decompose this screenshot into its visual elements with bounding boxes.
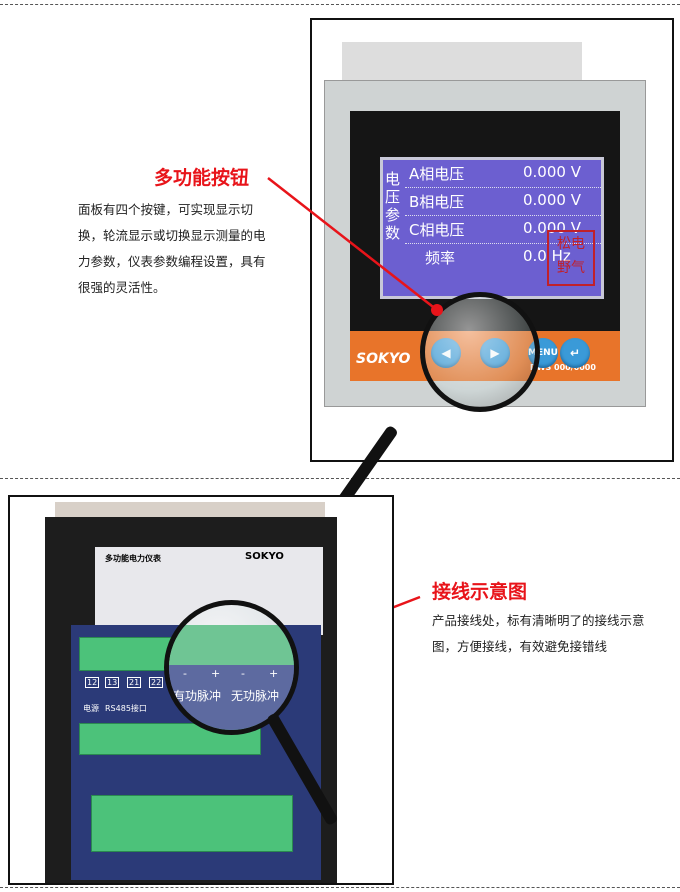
terminal-number: 13 xyxy=(105,677,120,688)
terminal-number: 22 xyxy=(149,677,164,688)
magnifier-lens: - + - + 有功脉冲 无功脉冲 xyxy=(164,600,299,735)
divider xyxy=(0,4,680,5)
rs485-label: RS485接口 xyxy=(105,704,147,713)
enter-button[interactable]: ↵ xyxy=(560,338,590,368)
meter-rear-photo: 多功能电力仪表 SOKYO 12 13 21 22 电源 RS485接口 - +… xyxy=(8,495,394,885)
active-pulse-label: 有功脉冲 xyxy=(173,689,222,703)
lcd-row-label: B相电压 xyxy=(409,193,465,211)
lcd-screen: 电压参数 A相电压 0.000 V B相电压 0.000 V C相电压 0.000 V… xyxy=(380,157,604,299)
lcd-row-label: C相电压 xyxy=(409,221,465,239)
lcd-row-value: 0.0 Hz xyxy=(523,247,571,265)
lcd-row-value: 0.000 V xyxy=(523,163,581,181)
model-label: DWS 000/6000 xyxy=(530,363,596,372)
reactive-pulse-label: 无功脉冲 xyxy=(231,689,280,703)
label-product-name: 多功能电力仪表 xyxy=(105,554,161,563)
terminal-block xyxy=(91,795,293,852)
sign: + xyxy=(269,667,279,680)
terminal-number: 12 xyxy=(85,677,100,688)
sign: - xyxy=(241,667,245,680)
label-brand: SOKYO xyxy=(245,551,284,562)
section-description: 产品接线处，标有清晰明了的接线示意图，方便接线，有效避免接错线 xyxy=(432,613,645,654)
terminal-panel: 12 13 21 22 电源 RS485接口 xyxy=(71,625,321,880)
callout-dot xyxy=(431,304,443,316)
power-label: 电源 xyxy=(83,704,99,713)
section-title: 接线示意图 xyxy=(432,581,528,603)
sign: + xyxy=(211,667,221,680)
divider xyxy=(0,887,680,888)
lcd-row-label: A相电压 xyxy=(409,165,465,183)
divider xyxy=(0,478,680,479)
terminal-number: 21 xyxy=(127,677,142,688)
brand-logo: SOKYO xyxy=(356,351,411,367)
lcd-side-label: 电压参数 xyxy=(385,170,401,242)
sign: - xyxy=(183,667,187,680)
seal-stamp: 松电野气 xyxy=(547,230,595,286)
section-description: 面板有四个按键，可实现显示切换，轮流显示或切换显示测量的电力参数，仪表参数编程设… xyxy=(78,202,266,295)
section-title: 多功能按钮 xyxy=(154,167,250,189)
callout-line xyxy=(267,177,438,311)
meter-front-photo: 电压参数 A相电压 0.000 V B相电压 0.000 V C相电压 0.000 V… xyxy=(310,18,674,462)
lcd-row-label: 频率 xyxy=(425,249,456,267)
lcd-row-value: 0.000 V xyxy=(523,219,581,237)
lcd-row-value: 0.000 V xyxy=(523,191,581,209)
